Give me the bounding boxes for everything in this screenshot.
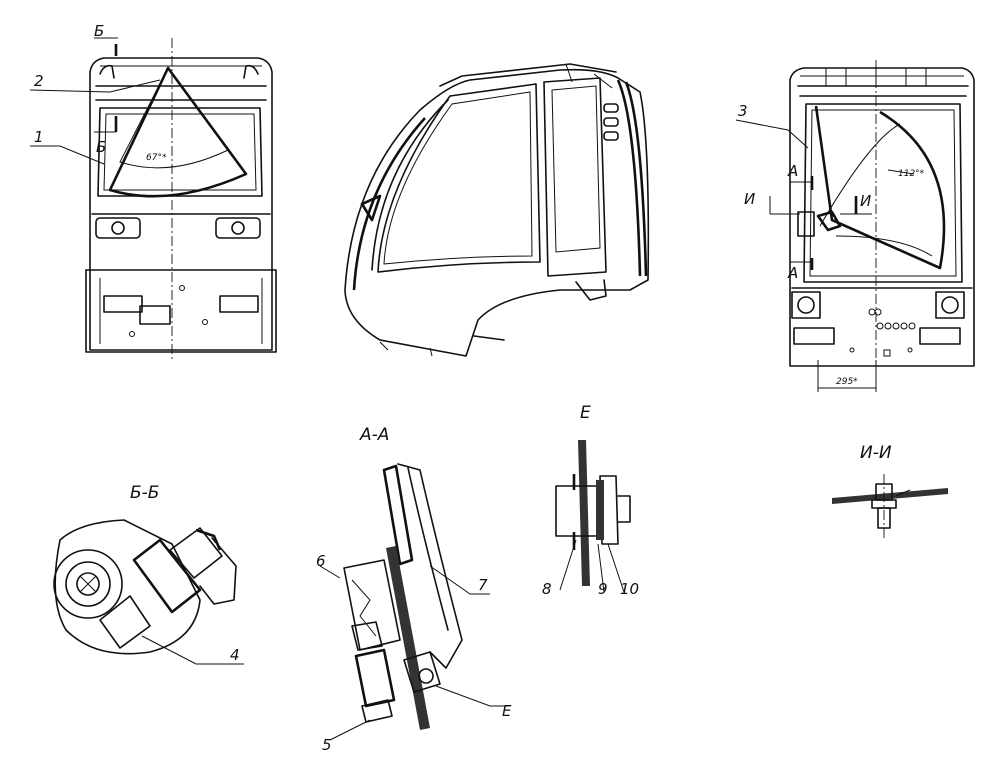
section-mark-b-top: Б: [94, 22, 104, 40]
callout-9: 9: [598, 580, 608, 598]
callout-10: 10: [620, 580, 639, 598]
dimension-left-wiper-angle: 67°*: [146, 153, 167, 163]
section-title-a-a: А-А: [359, 425, 389, 445]
section-title-e: Е: [580, 403, 591, 423]
dimension-right-offset: 295*: [836, 377, 858, 387]
dimension-right-wiper-angle: 112°*: [898, 169, 925, 179]
callout-1: 1: [34, 128, 44, 146]
section-title-i-i: И-И: [860, 443, 892, 463]
detail-e: [555, 440, 631, 593]
callout-7: 7: [478, 576, 488, 594]
callout-2: 2: [34, 72, 44, 90]
front-view-left: [29, 37, 277, 360]
section-mark-a-top: А: [787, 162, 798, 180]
section-a-a: [319, 463, 510, 741]
front-view-right: [735, 60, 975, 392]
callout-6: 6: [316, 552, 326, 570]
callout-3: 3: [738, 102, 748, 120]
section-b-b: [53, 519, 244, 665]
cab-perspective-view: [344, 63, 650, 357]
section-mark-b-side: Б: [96, 138, 106, 156]
section-mark-a-bottom: А: [787, 264, 798, 282]
section-title-b-b: Б-Б: [130, 483, 159, 503]
section-mark-i-left: И: [744, 190, 755, 208]
callout-8: 8: [542, 580, 552, 598]
callout-5: 5: [322, 736, 332, 754]
section-mark-i-right: И: [860, 192, 871, 210]
callout-4: 4: [230, 646, 240, 664]
section-i-i: [832, 474, 948, 538]
detail-marker-e: Е: [502, 702, 512, 720]
